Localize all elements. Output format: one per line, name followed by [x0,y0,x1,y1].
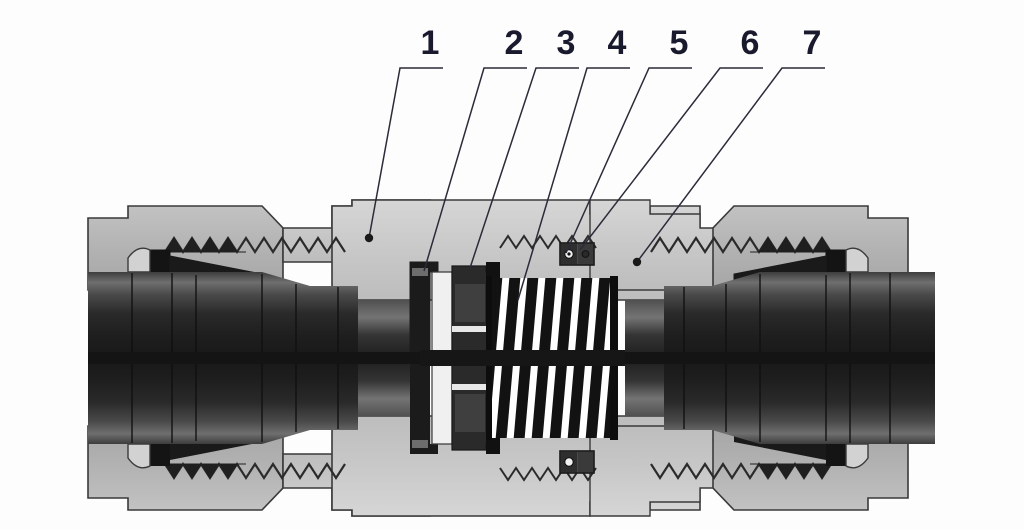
callout-4-leader [517,67,630,301]
callout-1-number: 1 [421,24,440,62]
assembly-bottom-half [87,357,935,517]
spring-left-cap-top [486,276,492,358]
left-tube-stub [88,272,420,358]
left-tube-stub-mirror [88,358,420,444]
left-thread-engaged-fill [164,237,246,253]
left-ferrule-pocket-mirror [127,443,151,469]
right-ferrule-block [825,249,849,273]
body-right-shoulder [589,199,719,291]
callout-1-leader [368,67,443,239]
callout-2-number: 2 [505,24,524,62]
callout-4-number: 4 [608,24,627,62]
seat-spacer-gap [431,271,453,359]
callout-1-endpoint-dot [364,233,374,243]
callout-layer: 1 2 3 4 5 6 7 [364,24,825,301]
o-ring-outer-bore [581,250,590,258]
callout-2[interactable]: 2 [423,24,527,272]
callout-3[interactable]: 3 [469,24,579,269]
valve-seat-highlight [412,268,428,276]
right-tube-stem-mirror [625,358,664,416]
poppet-body-shade [455,284,485,322]
left-thread-engaged-fill-mirror [164,463,246,479]
o-ring-seal-outer-mirror [578,452,593,472]
right-tube-stub [625,272,935,358]
right-thread-engaged-fill [750,237,832,253]
right-tube-ring-lines-mirror [683,358,891,443]
callout-5-number: 5 [670,24,689,62]
seat-spacer-gap-mirror [431,357,453,445]
callout-2-leader [423,67,527,272]
spring-right-cap-top [610,276,618,358]
callout-6[interactable]: 6 [579,24,763,251]
callout-6-number: 6 [741,24,760,62]
valve-assembly [87,199,935,517]
poppet-retainer-lip [486,262,500,278]
callout-1[interactable]: 1 [364,24,443,243]
right-thread-engaged-fill-mirror [750,463,832,479]
callout-7-number: 7 [803,24,822,62]
valve-seat-highlight-mirror [412,440,428,448]
right-ferrule-pocket [845,247,869,273]
right-tube-stem [625,300,664,358]
callout-6-leader [579,67,763,251]
left-tube-ring-lines-mirror [131,358,339,443]
poppet-retainer-lip-mirror [486,438,500,454]
left-ferrule-block [147,249,171,273]
callout-3-leader [469,67,579,269]
spring-left-cap-bottom [486,358,492,440]
spring-right-cap-bottom [610,358,618,440]
o-ring-inner-bore-mirror [564,457,574,467]
right-ferrule-block-mirror [826,444,848,466]
valve-seat-ring-mirror [410,358,438,454]
right-tube-ring-lines [683,273,891,358]
poppet-body-shade-mirror [455,394,485,432]
left-tube-ring-lines [131,273,339,358]
callout-5-leader [565,67,692,254]
callout-3-number: 3 [557,24,576,62]
o-ring-inner-core [567,252,571,256]
callout-7[interactable]: 7 [632,24,825,267]
poppet-slot-gap-mirror [452,384,494,390]
left-tube-stem-mirror [358,358,420,416]
bore-center-chamber [420,350,625,366]
callout-4[interactable]: 4 [517,24,630,301]
right-ferrule-pocket-mirror [845,443,869,469]
left-tube-stem [358,300,420,358]
poppet-slot-gap [452,326,494,332]
callout-5[interactable]: 5 [565,24,692,254]
body-right-shoulder-mirror [589,425,719,517]
callout-7-endpoint-dot [632,257,642,267]
left-ferrule-pocket [127,247,151,273]
callout-7-leader [636,67,825,263]
left-ferrule-block-mirror [148,444,170,466]
right-tube-stub-mirror [625,358,935,444]
